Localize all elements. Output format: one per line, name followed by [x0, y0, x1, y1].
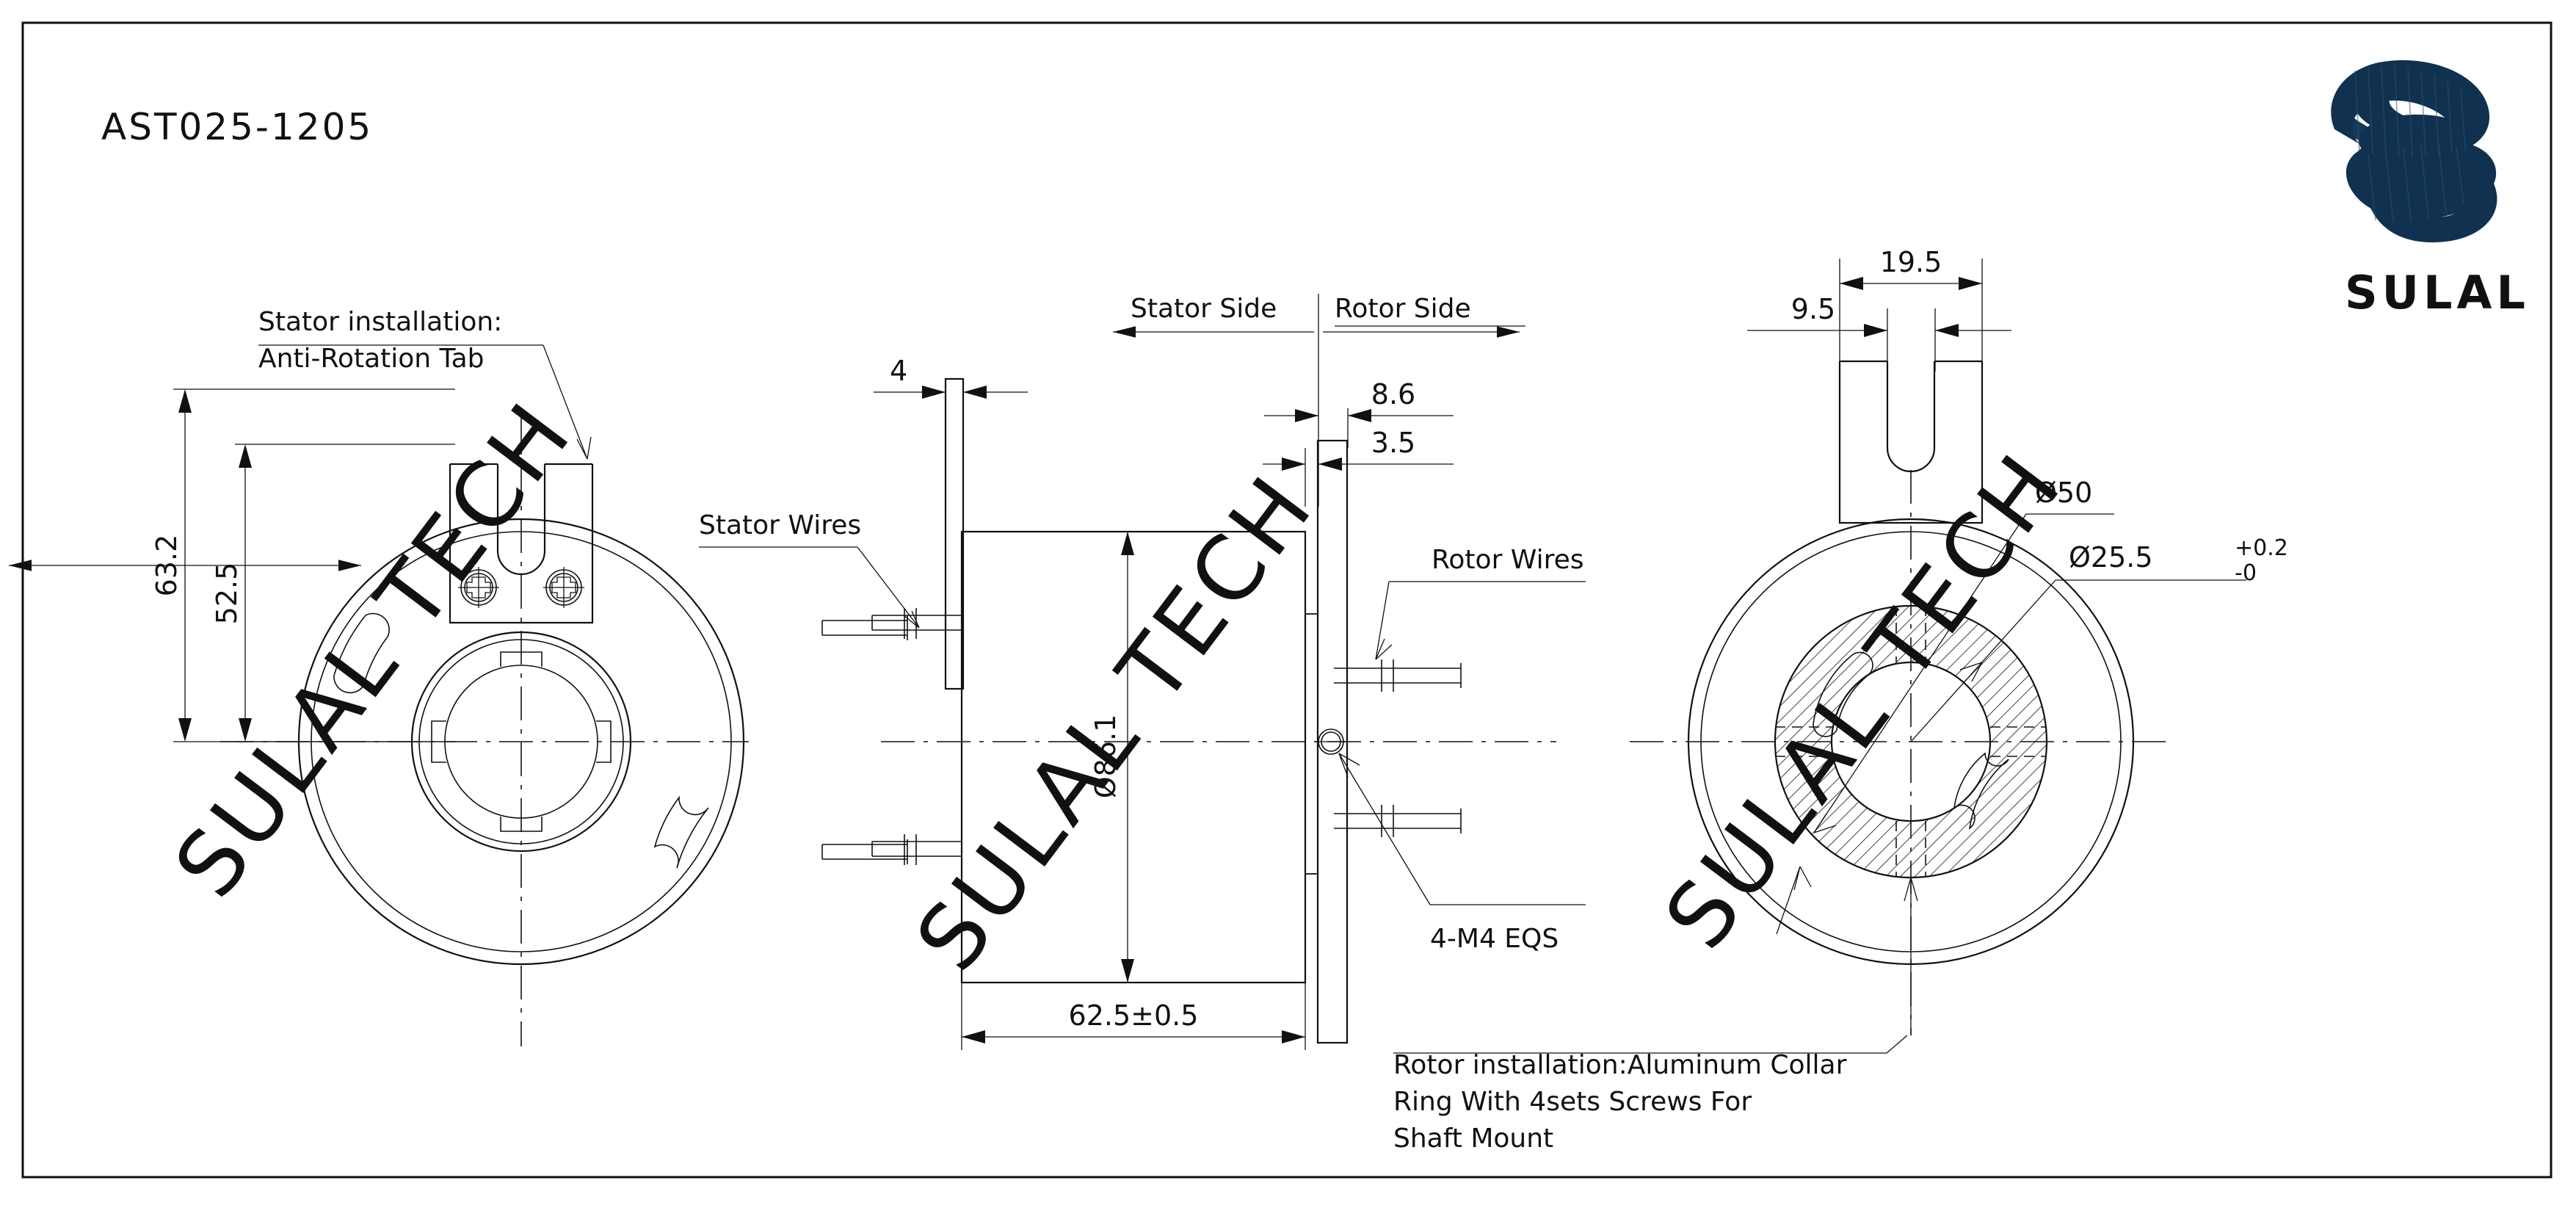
dimension-dia-25-5-tol-upper: +0.2 — [2235, 535, 2288, 561]
middle-rotor-boss — [1305, 613, 1318, 875]
middle-rotor-wires — [1334, 659, 1462, 837]
callout-stator-installation: Stator installation: Anti-Rotation Tab — [258, 307, 592, 460]
dimension-63-2-label: 63.2 — [150, 535, 183, 597]
dimension-9-5-label: 9.5 — [1791, 293, 1835, 325]
left-arc-slot-upper — [333, 612, 390, 694]
view-right-rotor-face: 19.5 9.5 Ø50 Ø25.5 +0.2 -0 — [1630, 246, 2288, 1035]
right-arc-slot-lower — [1953, 752, 2009, 830]
dimension-4: 4 — [874, 355, 1028, 514]
dimension-8-6: 8.6 — [1264, 378, 1454, 448]
stator-side-label: Stator Side — [1131, 294, 1277, 324]
right-arc-slot-upper — [1813, 651, 1873, 737]
drawing-frame-border — [21, 21, 2553, 1179]
rotor-wires-label: Rotor Wires — [1432, 545, 1584, 575]
dimension-9-5: 9.5 — [1747, 293, 2011, 372]
logo-s-mark — [2331, 60, 2497, 243]
sulal-logo: SULAL — [2331, 60, 2530, 319]
rotor-install-line2: Ring With 4sets Screws For — [1393, 1087, 1752, 1117]
dimension-dia-25-5-tol-lower: -0 — [2235, 560, 2257, 586]
stator-wires-label: Stator Wires — [699, 510, 861, 540]
dimension-62-5-label: 62.5±0.5 — [1069, 999, 1199, 1032]
left-tab-screw-1 — [458, 567, 499, 608]
dimension-19-5-label: 19.5 — [1880, 246, 1942, 278]
rotor-install-line3: Shaft Mount — [1393, 1124, 1553, 1154]
dimension-dia-25-5-label: Ø25.5 — [2069, 541, 2153, 574]
logo-texture-lines — [2354, 65, 2466, 223]
dimension-52-5: 52.5 — [211, 444, 455, 742]
dimension-dia-50: Ø50 — [1813, 477, 2114, 833]
callout-4-m4-eqs: 4-M4 EQS — [1338, 753, 1586, 954]
dimension-dia-86-1-label: Ø86.1 — [1089, 715, 1122, 799]
dimension-dia-25-5: Ø25.5 +0.2 -0 — [1910, 535, 2288, 742]
dimension-19-5: 19.5 — [1839, 246, 1983, 372]
middle-stator-flange — [944, 377, 965, 690]
dimension-8-6-label: 8.6 — [1371, 378, 1415, 410]
right-anti-rotation-tab — [1838, 360, 1984, 524]
dimension-3-5-label: 3.5 — [1371, 427, 1415, 459]
dimension-4-label: 4 — [890, 355, 907, 387]
right-collar-screw-hidden-lines — [1775, 606, 2047, 878]
brand-name: SULAL — [2345, 266, 2530, 319]
page-title: AST025-1205 — [101, 106, 373, 148]
rotor-install-line1: Rotor installation:Aluminum Collar — [1393, 1050, 1847, 1080]
right-bore-leader — [1904, 877, 1918, 1035]
left-tab-screw-2 — [543, 567, 584, 608]
callout-rotor-installation: Rotor installation:Aluminum Collar Ring … — [1393, 1035, 1908, 1154]
dimension-3-5: 3.5 — [1263, 427, 1454, 507]
left-arc-slot-lower — [653, 795, 709, 869]
stator-install-label-line1: Stator installation: — [258, 307, 502, 337]
logo-glyph-bottom-ribbon — [2345, 137, 2497, 220]
dimension-dia-86-1: Ø86.1 — [1089, 532, 1134, 983]
stator-install-label-line2: Anti-Rotation Tab — [258, 344, 485, 374]
right-bore-circle — [1830, 661, 1992, 822]
callout-rotor-wires: Rotor Wires — [1375, 545, 1586, 660]
dimension-dia-50-label: Ø50 — [2035, 477, 2092, 509]
logo-glyph-top-ribbon — [2331, 60, 2490, 156]
dimension-62-5: 62.5±0.5 — [961, 983, 1306, 1050]
rotor-side-label: Rotor Side — [1335, 294, 1471, 324]
left-view-wire-stubs — [821, 615, 908, 864]
m4-eqs-label: 4-M4 EQS — [1430, 924, 1559, 954]
middle-stator-wires — [871, 608, 962, 865]
view-middle-side-section: Stator Side Rotor Side 4 8.6 — [871, 294, 1908, 1154]
side-direction-indicators: Stator Side Rotor Side — [1113, 294, 1525, 408]
view-left-stator-face: Stator installation: Anti-Rotation Tab S… — [9, 307, 920, 1046]
middle-m4-thread-symbol — [1314, 728, 1348, 755]
right-collar-leader — [1776, 866, 1812, 935]
left-anti-rotation-tab — [449, 463, 594, 624]
dimension-52-5-label: 52.5 — [211, 562, 243, 625]
callout-stator-wires: Stator Wires — [699, 510, 920, 629]
